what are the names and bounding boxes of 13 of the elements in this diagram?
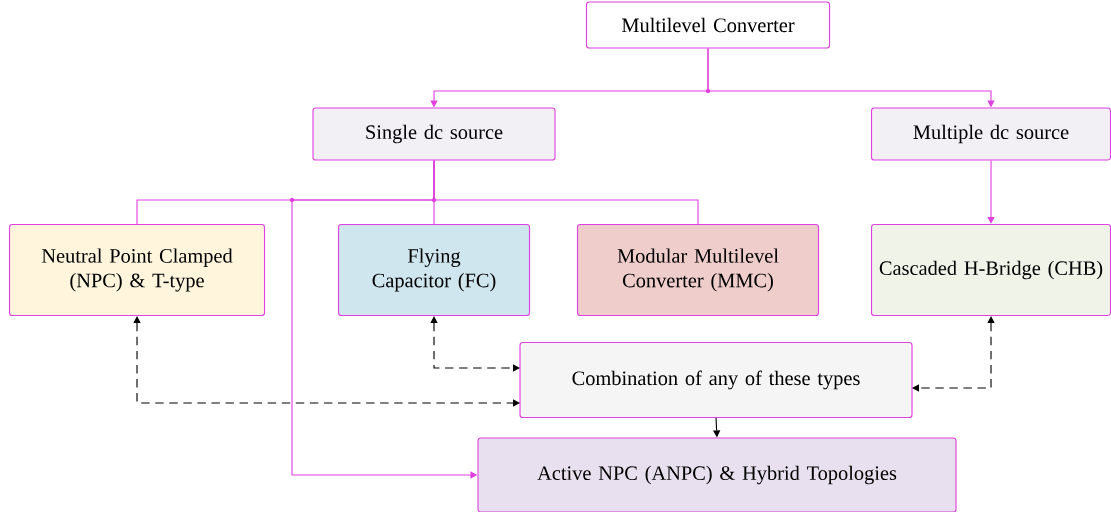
process-box: Flying Capacitor (FC): [337, 223, 531, 317]
process-box: Multiple dc source: [870, 107, 1111, 161]
process-box: Multilevel Converter: [585, 1, 831, 49]
process-box: Neutral Point Clamped (NPC) & T-type: [8, 223, 266, 317]
process-box: Modular Multilevel Converter (MMC): [576, 223, 820, 317]
connector-arrow: [912, 316, 995, 392]
connector-arrow: [987, 160, 995, 224]
process-box: Cascaded H-Bridge (CHB): [870, 223, 1111, 317]
process-box: Active NPC (ANPC) & Hybrid Topologies: [477, 437, 957, 512]
process-box: Single dc source: [312, 107, 556, 161]
process-box: Combination of any of these types: [519, 341, 913, 419]
connector-arrow: [430, 316, 520, 372]
connector-arrow: [133, 316, 520, 407]
